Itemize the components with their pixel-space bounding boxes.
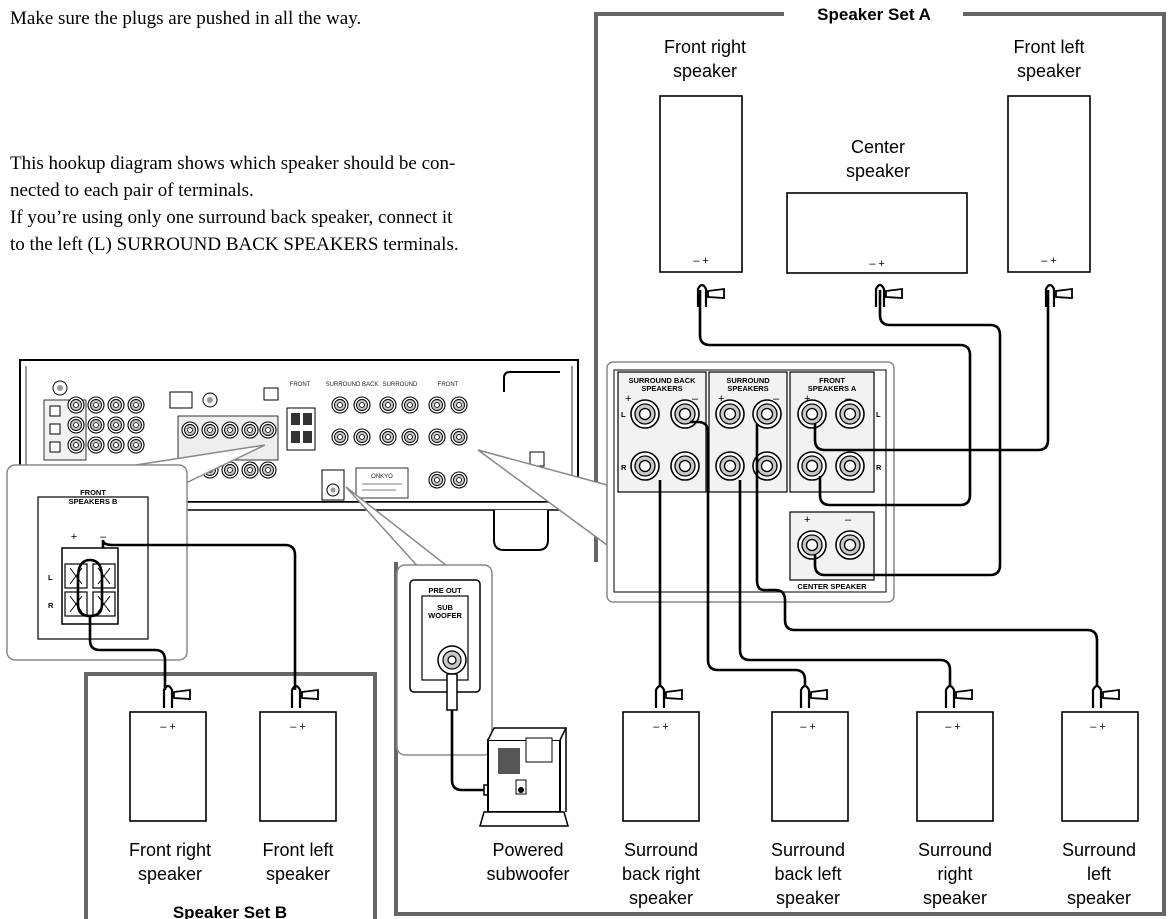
subwoofer-callout: PRE OUT SUB WOOFER bbox=[396, 564, 511, 796]
front-b-heading: FRONT bbox=[80, 488, 106, 497]
polarity-label: – + bbox=[800, 721, 816, 733]
left-channel-mark: L bbox=[48, 573, 53, 582]
speaker-set-b-frame: Speaker Set B bbox=[84, 672, 377, 919]
subwoofer-label-line: Powered bbox=[492, 840, 563, 860]
speaker-set-b-title: Speaker Set B bbox=[173, 903, 287, 919]
plus-sign: + bbox=[625, 393, 631, 405]
intro-paragraph-line: to the left (L) SURROUND BACK SPEAKERS t… bbox=[10, 234, 459, 255]
surround-back-left-label: speaker bbox=[776, 888, 840, 908]
sub-woofer-label: SUB bbox=[437, 603, 453, 612]
front-left-speaker-label: Front left bbox=[1013, 37, 1084, 57]
intro-paragraph-line: If you’re using only one surround back s… bbox=[10, 207, 453, 228]
plus-sign: + bbox=[718, 393, 724, 405]
subwoofer-label-line: subwoofer bbox=[486, 864, 569, 884]
polarity-label: – + bbox=[653, 721, 669, 733]
front-right-speaker-b: – + Front right speaker bbox=[129, 684, 211, 884]
right-channel-mark: R bbox=[48, 601, 54, 610]
minus-sign: – bbox=[845, 514, 852, 526]
left-channel-mark: L bbox=[621, 410, 626, 419]
speaker-set-b-cables bbox=[76, 539, 297, 690]
left-channel-mark: L bbox=[876, 410, 881, 419]
front-b-heading: SPEAKERS B bbox=[69, 497, 118, 506]
front-left-speaker-b: – + Front left speaker bbox=[259, 684, 337, 884]
surround-right-label: right bbox=[937, 864, 972, 884]
front-a-heading: SPEAKERS A bbox=[808, 384, 857, 393]
polarity-label: – + bbox=[1041, 255, 1057, 267]
intro-paragraph-line: This hookup diagram shows which speaker … bbox=[10, 153, 455, 174]
subwoofer-unit: Powered subwoofer bbox=[479, 727, 570, 884]
surround-back-heading: SURROUND BACK bbox=[628, 376, 696, 385]
surround-back-right-label: back right bbox=[622, 864, 700, 884]
surround-left-label: left bbox=[1087, 864, 1111, 884]
sub-woofer-label: WOOFER bbox=[428, 611, 462, 620]
front-left-b-label: Front left bbox=[262, 840, 333, 860]
svg-text:SURROUND BACK: SURROUND BACK bbox=[326, 382, 379, 388]
right-channel-mark: R bbox=[876, 463, 882, 472]
front-right-b-label: speaker bbox=[138, 864, 202, 884]
minus-sign: – bbox=[845, 393, 852, 405]
front-left-speaker-a: – + Front left speaker bbox=[1007, 37, 1091, 309]
polarity-label: – + bbox=[290, 721, 306, 733]
speaker-set-a-frame: Speaker Set A bbox=[394, 5, 1166, 916]
front-right-speaker-a: – + Front right speaker bbox=[659, 37, 746, 309]
plus-sign: + bbox=[71, 531, 77, 543]
center-speaker-label: Center bbox=[851, 137, 905, 157]
center-speaker-heading: CENTER SPEAKER bbox=[797, 582, 867, 591]
svg-text:SURROUND: SURROUND bbox=[383, 382, 418, 388]
surround-back-left-label: back left bbox=[774, 864, 841, 884]
plus-sign: + bbox=[804, 393, 810, 405]
surround-left-speaker: – + Surround left speaker bbox=[1061, 684, 1139, 908]
surround-back-heading: SPEAKERS bbox=[641, 384, 682, 393]
minus-sign: – bbox=[100, 531, 107, 543]
front-a-heading: FRONT bbox=[819, 376, 845, 385]
intro-paragraph-line: nected to each pair of terminals. bbox=[10, 180, 254, 201]
polarity-label: – + bbox=[160, 721, 176, 733]
polarity-label: – + bbox=[869, 258, 885, 270]
polarity-label: – + bbox=[1090, 721, 1106, 733]
brand-logo: ONKYO bbox=[371, 474, 393, 480]
surround-left-label: Surround bbox=[1062, 840, 1136, 860]
surround-right-label: speaker bbox=[923, 888, 987, 908]
surround-back-left-label: Surround bbox=[771, 840, 845, 860]
speaker-set-a-title: Speaker Set A bbox=[817, 5, 931, 24]
polarity-label: – + bbox=[693, 255, 709, 267]
pre-out-label: PRE OUT bbox=[428, 586, 462, 595]
right-channel-mark: R bbox=[621, 463, 627, 472]
surround-back-right-label: speaker bbox=[629, 888, 693, 908]
surround-heading: SURROUND bbox=[726, 376, 770, 385]
front-right-speaker-label: speaker bbox=[673, 61, 737, 81]
polarity-label: – + bbox=[945, 721, 961, 733]
surround-right-speaker: – + Surround right speaker bbox=[916, 684, 994, 908]
plus-sign: + bbox=[804, 514, 810, 526]
surround-back-left-speaker: – + Surround back left speaker bbox=[771, 684, 849, 908]
surround-left-label: speaker bbox=[1067, 888, 1131, 908]
surround-heading: SPEAKERS bbox=[727, 384, 768, 393]
minus-sign: – bbox=[692, 393, 699, 405]
center-speaker: – + Center speaker bbox=[786, 137, 968, 309]
minus-sign: – bbox=[773, 393, 780, 405]
enlarged-speaker-terminals: SURROUND BACK SPEAKERS SURROUND SPEAKERS… bbox=[606, 361, 895, 603]
speaker-set-a-cables bbox=[658, 290, 1099, 687]
intro-line: Make sure the plugs are pushed in all th… bbox=[10, 8, 361, 29]
surround-right-label: Surround bbox=[918, 840, 992, 860]
front-left-b-label: speaker bbox=[266, 864, 330, 884]
front-right-b-label: Front right bbox=[129, 840, 211, 860]
surround-back-right-label: Surround bbox=[624, 840, 698, 860]
svg-text:FRONT: FRONT bbox=[438, 382, 459, 388]
svg-text:FRONT: FRONT bbox=[290, 382, 311, 388]
front-right-speaker-label: Front right bbox=[664, 37, 746, 57]
surround-back-right-speaker: – + Surround back right speaker bbox=[622, 684, 700, 908]
center-speaker-label: speaker bbox=[846, 161, 910, 181]
front-left-speaker-label: speaker bbox=[1017, 61, 1081, 81]
